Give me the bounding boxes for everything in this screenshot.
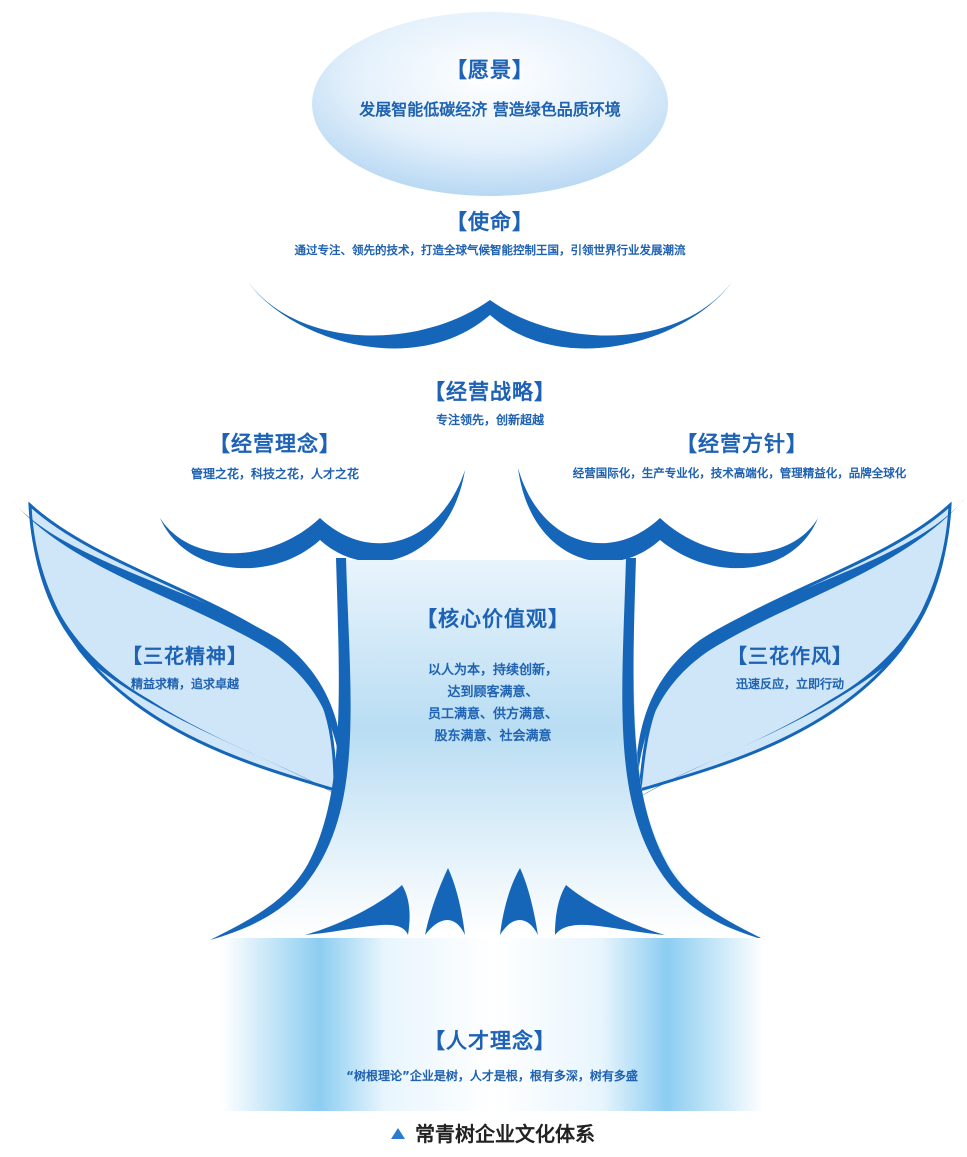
- root-right-outer: [555, 885, 665, 935]
- vision-ellipse: [312, 12, 668, 196]
- vision-text: 发展智能低碳经济 营造绿色品质环境: [359, 100, 621, 119]
- triangle-up-icon: [391, 1128, 405, 1139]
- strategy-text: 专注领先，创新超越: [435, 413, 544, 427]
- mission-crown-shape: [248, 282, 732, 349]
- core-values-line-3: 员工满意、供方满意、: [427, 707, 558, 722]
- talent-base-band: [222, 938, 764, 1111]
- root-left-inner: [425, 868, 465, 935]
- policy-text: 经营国际化，生产专业化，技术高端化，管理精益化，品牌全球化: [572, 466, 907, 480]
- strategy-title: 【经营战略】: [424, 380, 556, 404]
- mission-text: 通过专注、领先的技术，打造全球气候智能控制王国，引领世界行业发展潮流: [294, 243, 686, 257]
- spirit-title: 【三花精神】: [122, 644, 248, 668]
- philosophy-text: 管理之花，科技之花，人才之花: [190, 467, 359, 481]
- root-right-inner: [500, 868, 538, 935]
- spirit-text: 精益求精，追求卓越: [130, 677, 239, 691]
- philosophy-crown-shape: [160, 470, 465, 569]
- caption-text: 常青树企业文化体系: [415, 1122, 595, 1146]
- style-text: 迅速反应，立即行动: [735, 677, 844, 691]
- style-title: 【三花作风】: [727, 644, 853, 668]
- talent-text: “树根理论”企业是树，人才是根，根有多深，树有多盛: [346, 1069, 638, 1083]
- core-values-line-4: 股东满意、社会满意: [434, 729, 552, 744]
- vision-title: 【愿景】: [446, 58, 534, 82]
- root-left-outer: [305, 885, 410, 935]
- core-values-line-2: 达到顾客满意、: [447, 685, 539, 700]
- philosophy-title: 【经营理念】: [209, 432, 341, 456]
- core-values-line-1: 以人为本，持续创新，: [427, 663, 558, 678]
- talent-title: 【人才理念】: [424, 1029, 556, 1053]
- mission-title: 【使命】: [446, 210, 534, 234]
- right-leaf-outer-edge: [635, 498, 965, 800]
- figure-caption: 常青树企业文化体系: [333, 1118, 653, 1147]
- left-leaf-outer-edge: [12, 500, 345, 800]
- core-values-title: 【核心价值观】: [416, 607, 570, 631]
- policy-title: 【经营方针】: [676, 432, 808, 456]
- policy-crown-shape: [518, 468, 818, 569]
